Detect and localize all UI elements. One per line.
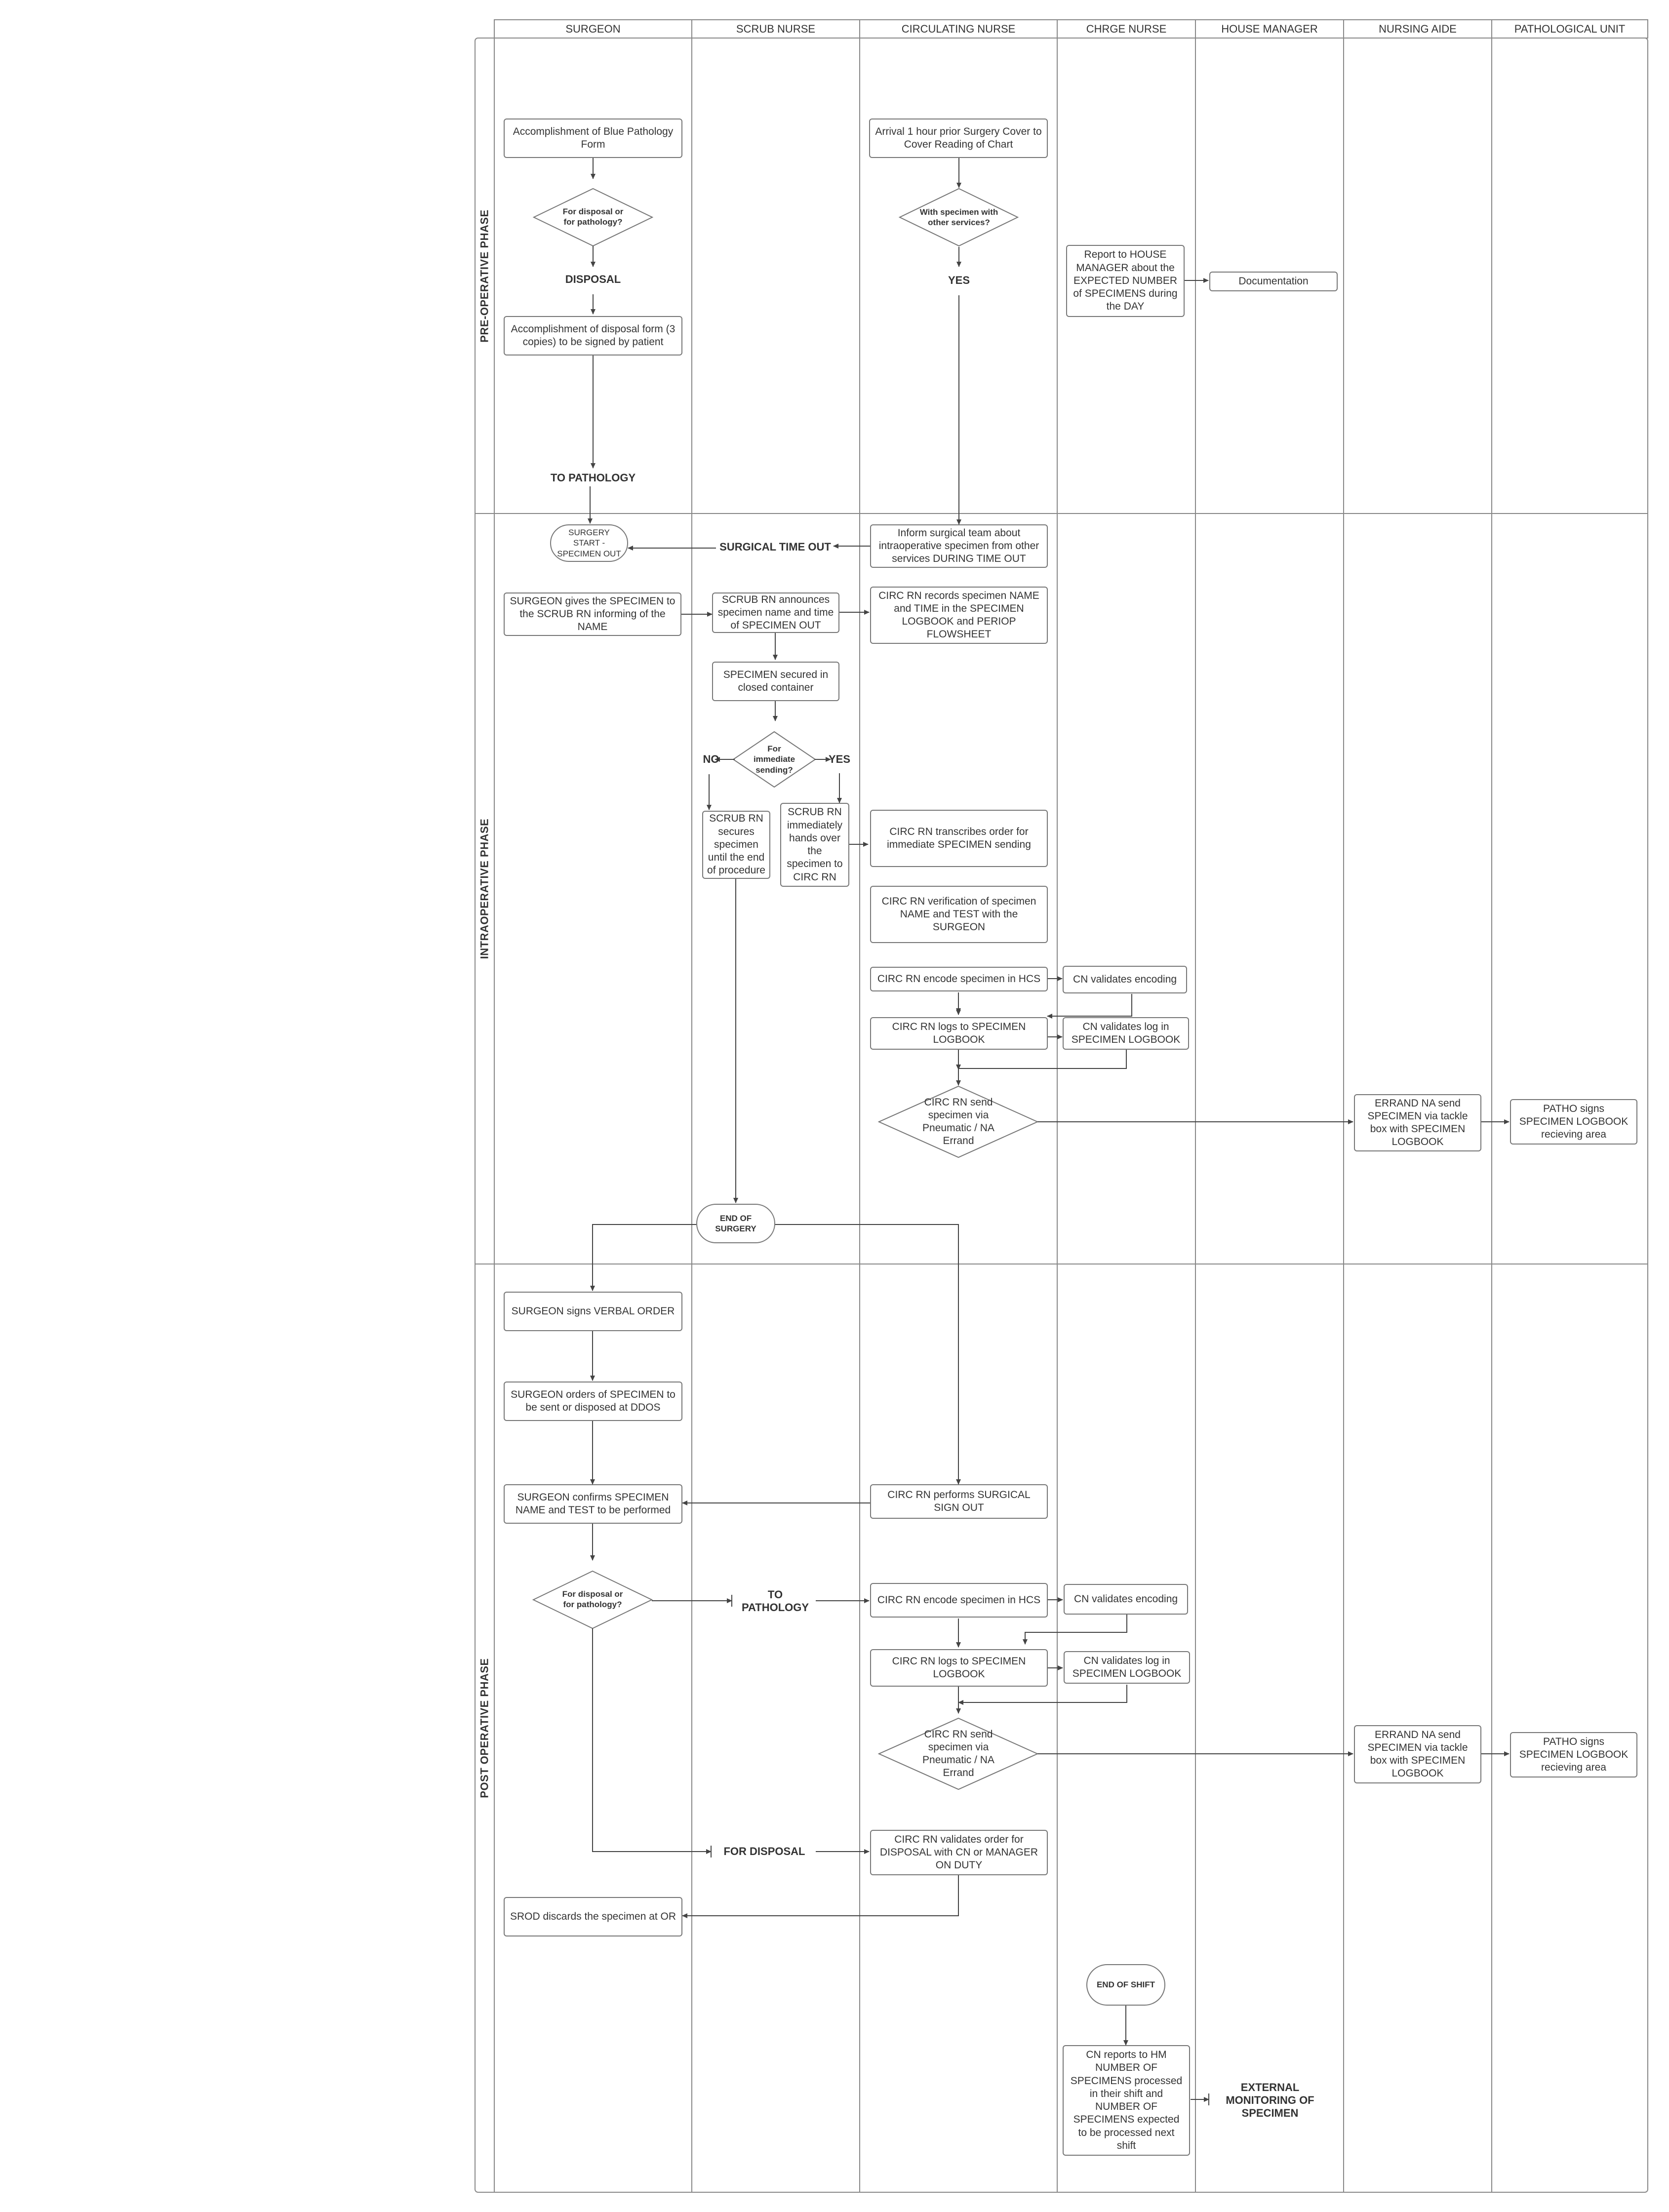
lane-header-pathological-unit: PATHOLOGICAL UNIT [1514, 22, 1626, 35]
send-specimen-text-post: CIRC RN send specimen via Pneumatic / NA… [922, 1728, 994, 1779]
to-pathology-label-post: TO PATHOLOGY [741, 1588, 809, 1614]
tee-markers [711, 1595, 1209, 2105]
lane-header-house-manager: HOUSE MANAGER [1221, 22, 1318, 35]
phase-label-pre-operative: PRE-OPERATIVE PHASE [475, 38, 494, 514]
surgeon-confirms-step: SURGEON confirms SPECIMEN NAME and TEST … [504, 1484, 682, 1524]
phase-pre-text: PRE-OPERATIVE PHASE [478, 209, 491, 343]
surgeon-gives-specimen-step: SURGEON gives the SPECIMEN to the SCRUB … [504, 592, 681, 636]
logs-logbook-step-intra: CIRC RN logs to SPECIMEN LOGBOOK [870, 1017, 1048, 1050]
for-disposal-label: FOR DISPOSAL [723, 1845, 805, 1857]
cn-validates-encoding-intra: CN validates encoding [1063, 966, 1187, 993]
send-specimen-text-intra: CIRC RN send specimen via Pneumatic / NA… [922, 1096, 994, 1147]
cn-validates-encoding-post: CN validates encoding [1064, 1584, 1188, 1615]
errand-na-step-intra: ERRAND NA send SPECIMEN via tackle box w… [1354, 1094, 1481, 1151]
circ-records-step: CIRC RN records specimen NAME and TIME i… [870, 587, 1048, 644]
cn-validates-log-post: CN validates log in SPECIMEN LOGBOOK [1064, 1651, 1190, 1684]
blue-pathology-form-step: Accomplishment of Blue Pathology Form [504, 118, 682, 158]
encode-hcs-step-intra: CIRC RN encode specimen in HCS [870, 967, 1048, 991]
documentation-step: Documentation [1209, 272, 1338, 291]
scrub-secures-step: SCRUB RN secures specimen until the end … [702, 811, 770, 879]
scrub-hands-over-step: SCRUB RN immediately hands over the spec… [780, 803, 849, 887]
surgery-start-terminal: SURGERY START - SPECIMEN OUT [550, 524, 628, 562]
logs-logbook-step-post: CIRC RN logs to SPECIMEN LOGBOOK [870, 1649, 1048, 1687]
scrub-announces-step: SCRUB RN announces specimen name and tim… [712, 592, 839, 633]
decision-diamond-intra [732, 731, 816, 788]
inform-team-step: Inform surgical team about intraoperativ… [870, 524, 1048, 568]
surgical-sign-out-step: CIRC RN performs SURGICAL SIGN OUT [870, 1484, 1048, 1519]
decision-shapes [532, 188, 1039, 1790]
end-of-shift-terminal: END OF SHIFT [1086, 1964, 1165, 2006]
lane-header-charge-nurse: CHRGE NURSE [1086, 22, 1167, 35]
encode-hcs-step-post: CIRC RN encode specimen in HCS [870, 1583, 1048, 1618]
phase-label-intraoperative: INTRAOPERATIVE PHASE [475, 514, 494, 1264]
lane-header-surgeon: SURGEON [565, 22, 621, 35]
phase-label-post-operative: POST OPERATIVE PHASE [475, 1264, 494, 2192]
pre-surgeon-decision-text: For disposal or for pathology? [562, 206, 624, 227]
lane-grid [475, 19, 1648, 2193]
decision-diamond-send-post [877, 1717, 1039, 1790]
disposal-form-step: Accomplishment of disposal form (3 copie… [504, 316, 682, 356]
lane-header-circulating-nurse: CIRCULATING NURSE [901, 22, 1016, 35]
cn-validates-log-intra: CN validates log in SPECIMEN LOGBOOK [1063, 1017, 1189, 1050]
surgeon-orders-specimen-step: SURGEON orders of SPECIMEN to be sent or… [504, 1382, 682, 1421]
disposal-label: DISPOSAL [565, 273, 621, 285]
specimen-secured-step: SPECIMEN secured in closed container [712, 662, 839, 701]
cn-reports-step: CN reports to HM NUMBER OF SPECIMENS pro… [1063, 2045, 1190, 2156]
connectors [588, 158, 1510, 2102]
immediate-sending-decision-text: For immediate sending? [753, 744, 795, 775]
arrival-step: Arrival 1 hour prior Surgery Cover to Co… [869, 118, 1048, 158]
phase-post-text: POST OPERATIVE PHASE [478, 1658, 491, 1798]
yes-label-pre: YES [948, 274, 970, 286]
lane-header-scrub-nurse: SCRUB NURSE [736, 22, 816, 35]
yes-label-intra: YES [828, 753, 851, 765]
to-pathology-label-pre: TO PATHOLOGY [550, 472, 636, 484]
srod-discards-step: SROD discards the specimen at OR [504, 1897, 682, 1936]
surgical-time-out-label: SURGICAL TIME OUT [719, 541, 831, 553]
external-monitoring-label: EXTERNAL MONITORING OF SPECIMEN [1226, 2081, 1314, 2119]
no-label-intra: NO [703, 753, 719, 765]
report-house-manager-step: Report to HOUSE MANAGER about the EXPECT… [1066, 245, 1185, 317]
surgeon-signs-verbal-order-step: SURGEON signs VERBAL ORDER [504, 1292, 682, 1331]
pre-circ-decision-text: With specimen with other services? [919, 207, 998, 227]
errand-na-step-post: ERRAND NA send SPECIMEN via tackle box w… [1354, 1725, 1481, 1783]
decision-diamond-pre-circ [898, 188, 1019, 247]
patho-signs-step-post: PATHO signs SPECIMEN LOGBOOK recieving a… [1510, 1732, 1637, 1778]
verification-step: CIRC RN verification of specimen NAME an… [870, 886, 1048, 943]
lane-header-nursing-aide: NURSING AIDE [1379, 22, 1457, 35]
post-decision-text: For disposal or for pathology? [562, 1589, 623, 1609]
validates-disposal-step: CIRC RN validates order for DISPOSAL wit… [870, 1830, 1048, 1875]
patho-signs-step-intra: PATHO signs SPECIMEN LOGBOOK recieving a… [1510, 1099, 1637, 1145]
end-of-surgery-terminal: END OF SURGERY [696, 1204, 775, 1243]
decision-diamond-send-intra [877, 1085, 1039, 1158]
transcribes-order-step: CIRC RN transcribes order for immediate … [870, 810, 1048, 867]
phase-intra-text: INTRAOPERATIVE PHASE [478, 818, 491, 959]
